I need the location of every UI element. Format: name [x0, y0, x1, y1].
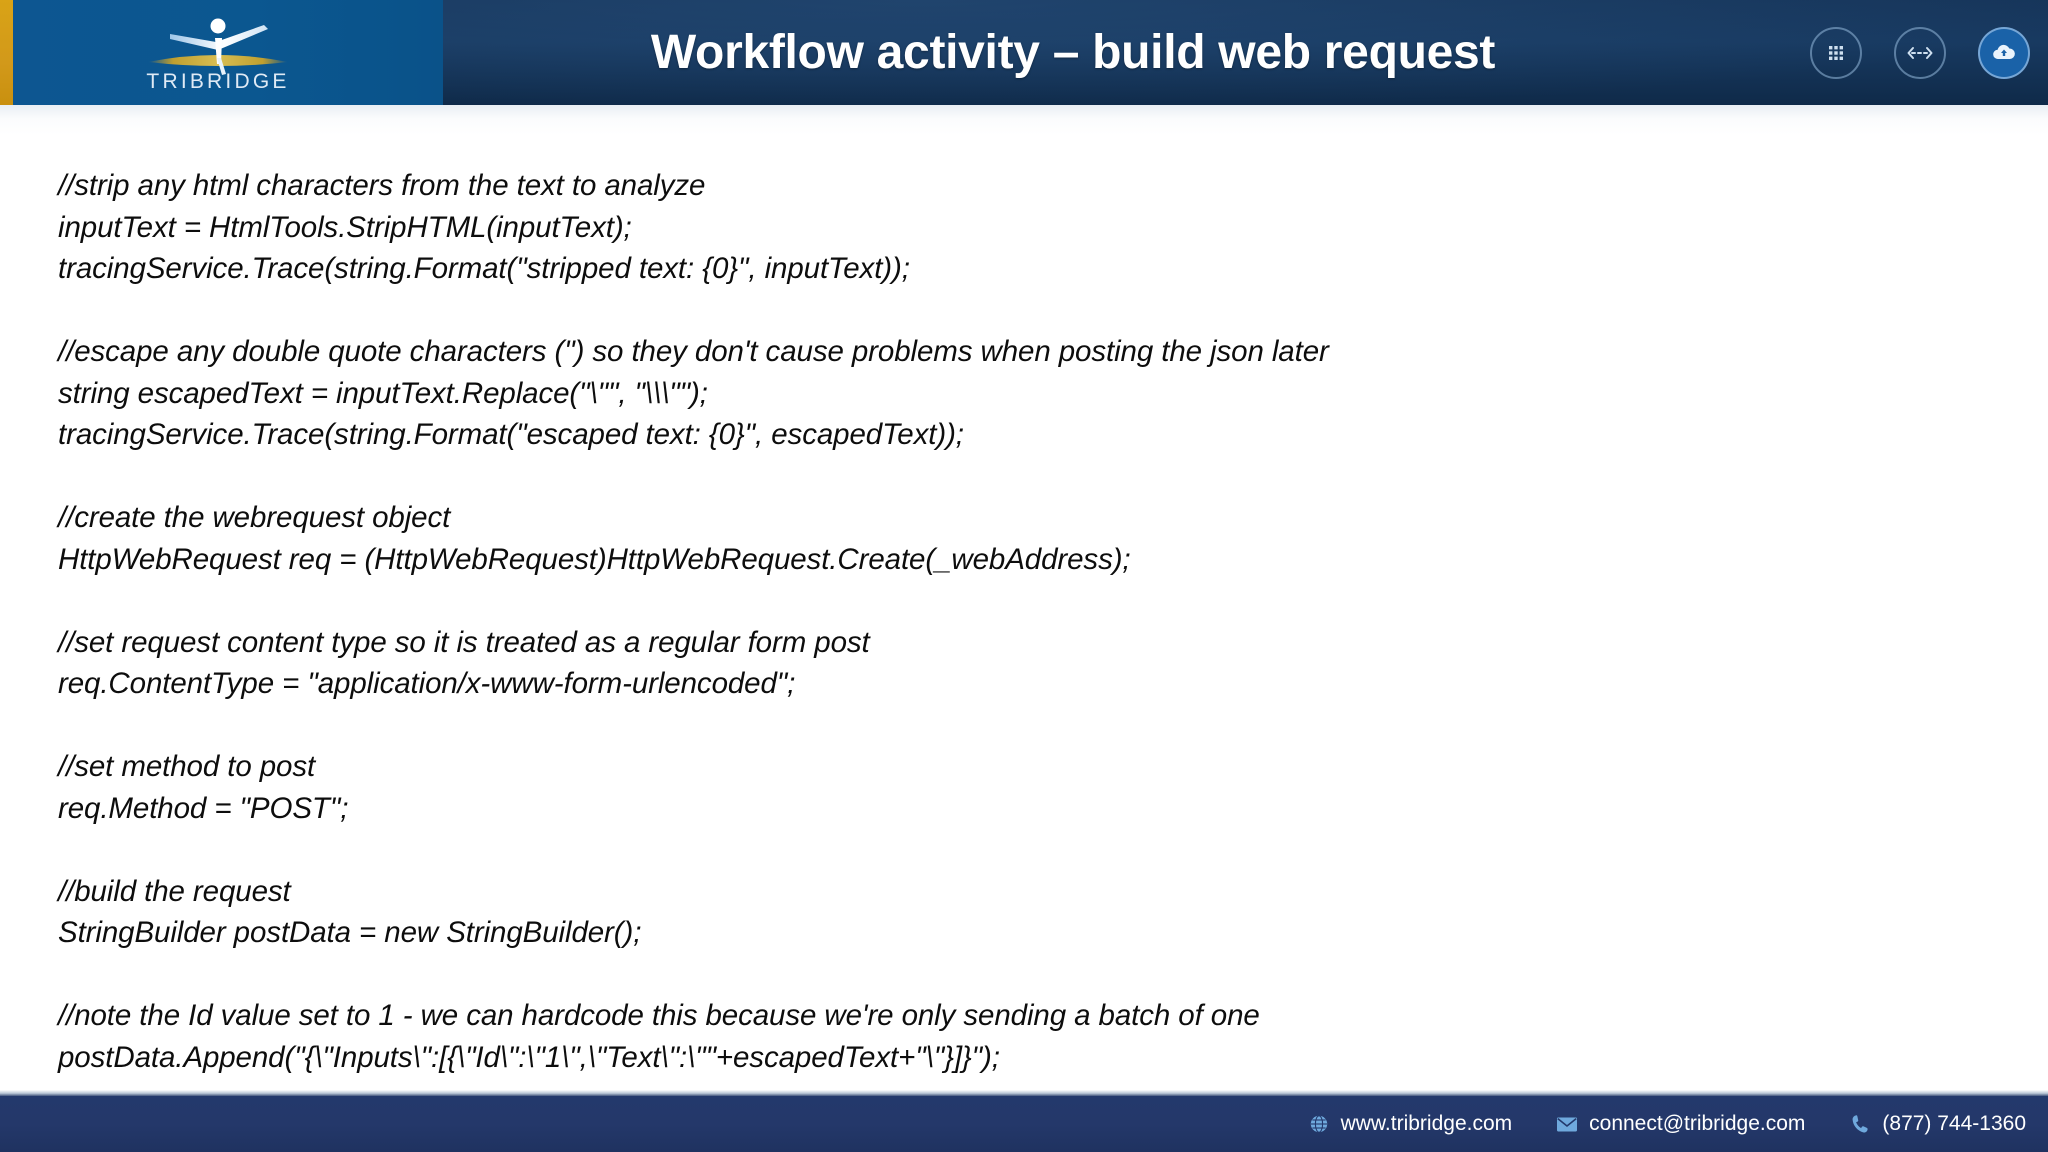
footer-contact-group: www.tribridge.com connect@tribridge.com … [1308, 1096, 2026, 1152]
code-line: //escape any double quote characters (")… [58, 335, 1329, 368]
footer-divider [0, 1090, 2048, 1096]
logo-panel: TRIBRIDGE [13, 0, 443, 105]
apps-grid-glyph [1829, 45, 1843, 60]
code-line: req.ContentType = "application/x-www-for… [58, 667, 796, 700]
code-line: //create the webrequest object [58, 501, 451, 534]
header-icon-group [1810, 0, 2030, 105]
resize-horizontal-glyph [1907, 46, 1933, 59]
svg-text:TRIBRIDGE: TRIBRIDGE [146, 70, 289, 93]
code-line: postData.Append("{\"Inputs\":[{\"Id\":\"… [58, 1040, 1000, 1074]
tribridge-logo-mark: TRIBRIDGE [146, 18, 289, 93]
code-line-blank [58, 580, 1958, 622]
code-line-blank [58, 290, 1958, 332]
code-line: //set method to post [58, 750, 316, 783]
cloud-glyph [1993, 44, 2015, 59]
gold-accent-bar [0, 0, 13, 105]
globe-icon [1308, 1113, 1330, 1135]
code-line: //set request content type so it is trea… [58, 625, 870, 659]
code-line: HttpWebRequest req = (HttpWebRequest)Htt… [58, 542, 1131, 576]
code-block: //strip any html characters from the tex… [58, 165, 1958, 1078]
header-background [443, 0, 2048, 105]
page-title: Workflow activity – build web request [650, 26, 1496, 79]
code-line: StringBuilder postData = new StringBuild… [58, 916, 642, 949]
slide-header: TRIBRIDGE Workflow activity – build web … [0, 0, 2048, 105]
code-line: inputText = HtmlTools.StripHTML(inputTex… [58, 210, 632, 244]
code-line: //note the Id value set to 1 - we can ha… [58, 999, 1260, 1032]
phone-glyph [1852, 1115, 1869, 1133]
resize-horizontal-icon[interactable] [1894, 26, 1946, 79]
code-line: tracingService.Trace(string.Format("stri… [58, 252, 910, 285]
code-line: string escapedText = inputText.Replace("… [58, 376, 708, 410]
code-line: //build the request [58, 874, 291, 908]
footer-phone-label: (877) 744-1360 [1882, 1112, 2026, 1135]
footer-email[interactable]: connect@tribridge.com [1556, 1112, 1805, 1136]
code-line-blank [58, 829, 1958, 871]
footer-website-label: www.tribridge.com [1340, 1112, 1513, 1135]
footer-email-label: connect@tribridge.com [1589, 1112, 1806, 1135]
code-line: //strip any html characters from the tex… [58, 169, 706, 202]
slide-body: //strip any html characters from the tex… [0, 105, 2048, 1095]
envelope-icon [1556, 1113, 1578, 1135]
tribridge-logo: TRIBRIDGE [118, 8, 318, 94]
apps-grid-icon[interactable] [1810, 26, 1862, 79]
code-line: tracingService.Trace(string.Format("esca… [58, 418, 964, 451]
code-line-blank [58, 705, 1958, 747]
code-line: req.Method = "POST"; [58, 791, 349, 825]
phone-icon [1849, 1113, 1871, 1135]
footer-phone[interactable]: (877) 744-1360 [1849, 1112, 2026, 1136]
code-line-blank [58, 954, 1958, 996]
slide-footer: www.tribridge.com connect@tribridge.com … [0, 1096, 2048, 1152]
globe-glyph [1310, 1115, 1327, 1133]
envelope-glyph [1557, 1117, 1578, 1131]
code-line-blank [58, 456, 1958, 498]
footer-website[interactable]: www.tribridge.com [1308, 1112, 1513, 1136]
cloud-icon[interactable] [1978, 26, 2030, 79]
